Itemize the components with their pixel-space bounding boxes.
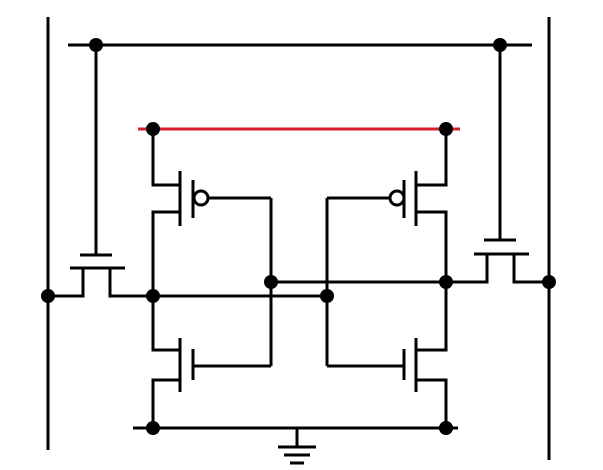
ground-symbol xyxy=(278,428,316,465)
node-bitline-left xyxy=(41,289,55,303)
node-wordline-left xyxy=(89,38,103,52)
node-gnd-right xyxy=(439,421,453,435)
node-gnd-left xyxy=(146,421,160,435)
node-storage-right xyxy=(439,275,453,289)
pullup-pmos-right xyxy=(327,129,448,282)
node-vdd-left xyxy=(146,122,160,136)
node-cross-left xyxy=(264,275,278,289)
node-storage-left xyxy=(146,289,160,303)
pullup-right-bubble xyxy=(388,189,406,207)
node-bitline-right xyxy=(542,275,556,289)
access-transistor-right xyxy=(446,238,549,284)
access-transistor-left xyxy=(48,253,153,298)
node-vdd-right xyxy=(439,122,453,136)
pulldown-nmos-right xyxy=(327,282,448,428)
node-cross-right xyxy=(320,289,334,303)
node-wordline-right xyxy=(493,38,507,52)
pulldown-nmos-left xyxy=(151,296,271,428)
pullup-pmos-left xyxy=(151,129,271,296)
pullup-left-bubble xyxy=(192,189,210,207)
